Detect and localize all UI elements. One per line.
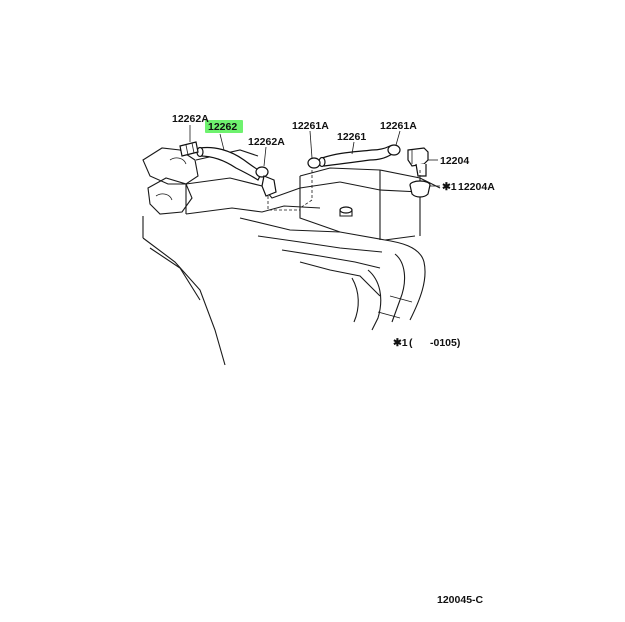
note-mark: ✱1 xyxy=(393,337,408,349)
label-grommet-12204a: 12204A xyxy=(458,181,495,193)
label-grommet-mark: ✱1 xyxy=(442,181,457,193)
label-clamp-12262a-right: 12262A xyxy=(248,136,285,148)
clamp-12261a-far-part xyxy=(387,144,401,156)
clamp-12262a-left-part xyxy=(179,141,199,157)
grommet-12204a-part xyxy=(409,180,431,198)
label-hose-12262[interactable]: 12262 xyxy=(208,121,237,133)
label-valve-12204: 12204 xyxy=(440,155,469,167)
note-range: ( -0105) xyxy=(409,337,460,349)
label-clamp-12262a-left: 12262A xyxy=(172,113,209,125)
label-clamp-12261a-mid: 12261A xyxy=(292,120,329,132)
hose-12261-part xyxy=(318,145,393,168)
engine-pcv-port xyxy=(339,206,353,217)
hose-12262-part xyxy=(196,146,263,181)
clamp-12261a-mid-part xyxy=(307,157,321,169)
highlight-box xyxy=(205,120,243,133)
engine-outline xyxy=(142,147,441,366)
leader-lines xyxy=(189,125,440,211)
pcv-valve-12204-part xyxy=(407,147,429,177)
diagram-code: 120045-C xyxy=(437,594,484,606)
label-clamp-12261a-far: 12261A xyxy=(380,120,417,132)
clamp-12262a-right-part xyxy=(255,166,277,197)
label-hose-12261: 12261 xyxy=(337,131,366,143)
